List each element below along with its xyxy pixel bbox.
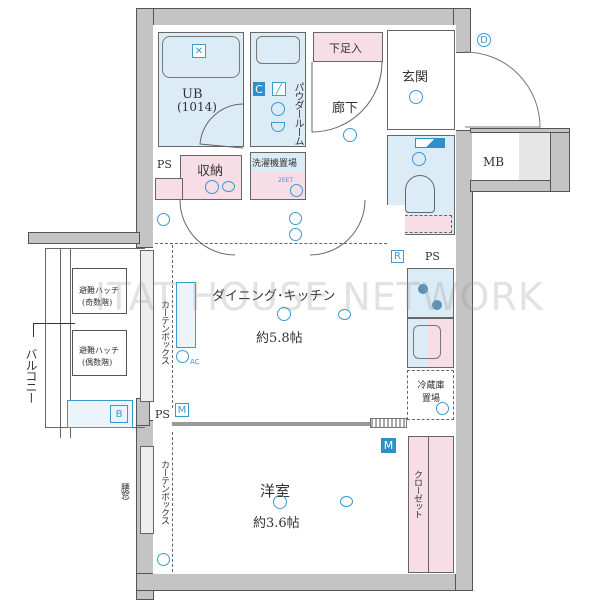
- meter-box-label: MB: [483, 155, 505, 169]
- western-light-icon: [273, 495, 287, 509]
- fridge-outlet-icon: [436, 402, 449, 415]
- entrance-door-swing: [464, 51, 541, 128]
- closet-divider: [428, 436, 429, 573]
- waist-window-label: 腰窓: [119, 483, 129, 499]
- meter-m-upper-icon: M: [175, 403, 189, 417]
- dining-kitchen-label: ダイニング･キッチン: [212, 289, 336, 304]
- ac-outlet-icon: [176, 350, 189, 363]
- ps-left-label: PS: [155, 408, 170, 421]
- meter-box: [472, 133, 550, 180]
- storage: [180, 155, 242, 200]
- curtain-box-upper-label: カーテンボックス: [159, 300, 169, 364]
- hatch-even-line1: 避難ハッチ: [79, 346, 119, 355]
- ceiling-line: [155, 243, 387, 244]
- balcony-wall-top: [28, 232, 140, 244]
- western-outlet-icon: [157, 553, 170, 566]
- hall-door-swing: [311, 61, 383, 133]
- closet-label: クローゼット: [412, 470, 422, 518]
- door-phone-icon: D: [477, 33, 491, 47]
- shoe-closet: [313, 32, 383, 62]
- dk-light-icon: [277, 307, 291, 321]
- balcony-label: バルコニー: [24, 348, 38, 403]
- curtain-box-lower-label: カーテンボックス: [159, 460, 169, 524]
- ac-label: AC: [190, 358, 200, 366]
- balcony-leader-line: [33, 323, 75, 324]
- partition-wall: [172, 422, 372, 426]
- entrance: [387, 30, 455, 130]
- dk-door-swing-right: [309, 199, 366, 256]
- balcony-leader-line-v: [33, 323, 34, 337]
- powder-room-label: パウダールーム: [292, 82, 303, 145]
- ps-right-label: PS: [425, 250, 440, 263]
- toilet-vent-icon: [415, 138, 445, 148]
- escape-hatch-even: [72, 330, 127, 376]
- western-room: [172, 430, 404, 573]
- toilet-light-icon: [412, 152, 426, 166]
- dining-kitchen-area: 約5.8帖: [256, 331, 303, 346]
- waist-window[interactable]: [140, 446, 154, 534]
- outer-wall-right-lower: [455, 130, 473, 591]
- dk-outlet-2-icon: [289, 228, 302, 241]
- ac-unit: [176, 282, 196, 348]
- partition-hatched: [370, 418, 407, 428]
- outer-wall-top: [136, 8, 466, 26]
- dk-door-swing-left: [179, 199, 236, 256]
- toilet-bowl: [405, 175, 435, 213]
- bath-door-swing: [199, 103, 244, 149]
- western-room-area: 約3.6帖: [253, 516, 300, 531]
- dk-fan-icon: [338, 309, 351, 320]
- balcony-rail-inner: [70, 248, 71, 438]
- shoe-closet-label: 下足入: [329, 42, 362, 55]
- unit-bath-size: (1014): [177, 100, 217, 114]
- washer-space-label: 洗濯機置場: [252, 159, 298, 169]
- storage-extension: [155, 178, 183, 200]
- western-fan-icon: [340, 496, 353, 507]
- hallway-light-icon: [343, 128, 357, 142]
- remote-r-icon: R: [391, 250, 404, 263]
- powder-fan-icon: [271, 122, 285, 132]
- entrance-light-icon: [409, 90, 423, 104]
- outdoor-unit: [67, 400, 133, 428]
- stove: [407, 268, 454, 318]
- mirror-icon: ╱: [272, 82, 286, 96]
- entrance-label: 玄関: [402, 70, 429, 85]
- hatch-even-line2: (偶数階): [82, 358, 113, 367]
- storage-fan-icon: [222, 181, 235, 192]
- hallway-label: 廊下: [332, 101, 359, 116]
- outer-wall-bottom: [136, 573, 456, 591]
- ps-top-label: PS: [157, 158, 172, 171]
- sink-bowl: [413, 325, 441, 359]
- washer-outlet-label: 2EET: [278, 177, 294, 184]
- washer-outlet-icon: [290, 184, 303, 197]
- curtain-line-lower: [172, 432, 173, 572]
- meter-m-lower-icon: M: [381, 438, 396, 453]
- bathtub: [162, 36, 240, 78]
- outer-wall-left-upper: [136, 8, 154, 248]
- storage-label: 収納: [197, 164, 224, 179]
- sink-basin: [256, 36, 300, 64]
- fridge-space-label: 冷蔵庫置場: [417, 381, 445, 404]
- escape-hatch-odd: [72, 268, 127, 314]
- balcony-rail-outer: [60, 248, 61, 438]
- hatch-odd-line1: 避難ハッチ: [79, 286, 119, 295]
- burner-1-icon: [418, 284, 428, 294]
- dk-outlet-1-icon: [157, 213, 170, 226]
- balcony-sliding-window[interactable]: [140, 250, 154, 402]
- closet[interactable]: [408, 436, 454, 573]
- powder-light-icon: [271, 102, 285, 116]
- storage-light-icon: [205, 180, 219, 194]
- cabinet-c-icon: C: [253, 82, 265, 96]
- unit-bath-label: UB: [182, 87, 203, 102]
- curtain-line-upper: [172, 245, 173, 408]
- bath-vent-icon: ✕: [192, 44, 206, 58]
- mb-wall-top: [470, 128, 570, 133]
- outdoor-unit-b-icon: B: [110, 405, 128, 423]
- dk-switch-icon: [289, 212, 302, 225]
- burner-2-icon: [432, 300, 442, 310]
- mb-wall-right: [550, 130, 570, 192]
- hatch-odd-line2: (奇数階): [82, 298, 113, 307]
